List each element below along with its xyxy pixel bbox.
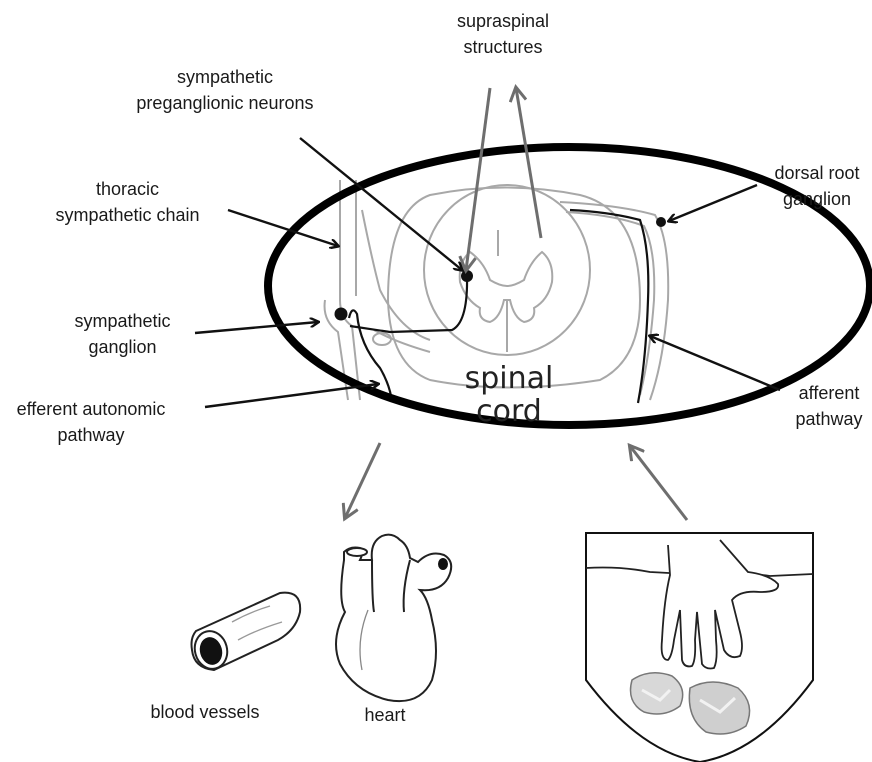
descending-supraspinal-arrow [466,88,490,270]
heart-label: heart [355,702,415,728]
blood-vessels-label: blood vessels [130,699,280,725]
blood-vessel-icon [191,593,301,673]
preganglionic-neuron-dot [461,270,473,282]
ganglion-arrow [195,322,318,333]
spinal-cord-label-line2: cord [476,394,542,429]
ascending-supraspinal-arrow [516,88,541,238]
afferent-arrow [650,336,780,390]
efferent-output-arrow [345,443,380,518]
dorsal-root-ganglion-dot [656,217,666,227]
dorsal-root-arrow [669,185,757,221]
sympathetic-ganglion-dot [335,308,348,321]
heart-icon [336,535,451,701]
efferent-arrow [205,384,378,407]
hand-in-ice-water-icon [586,533,813,762]
spinal-cord-label-line1: spinal [465,361,554,396]
afferent-input-arrow [630,446,687,520]
